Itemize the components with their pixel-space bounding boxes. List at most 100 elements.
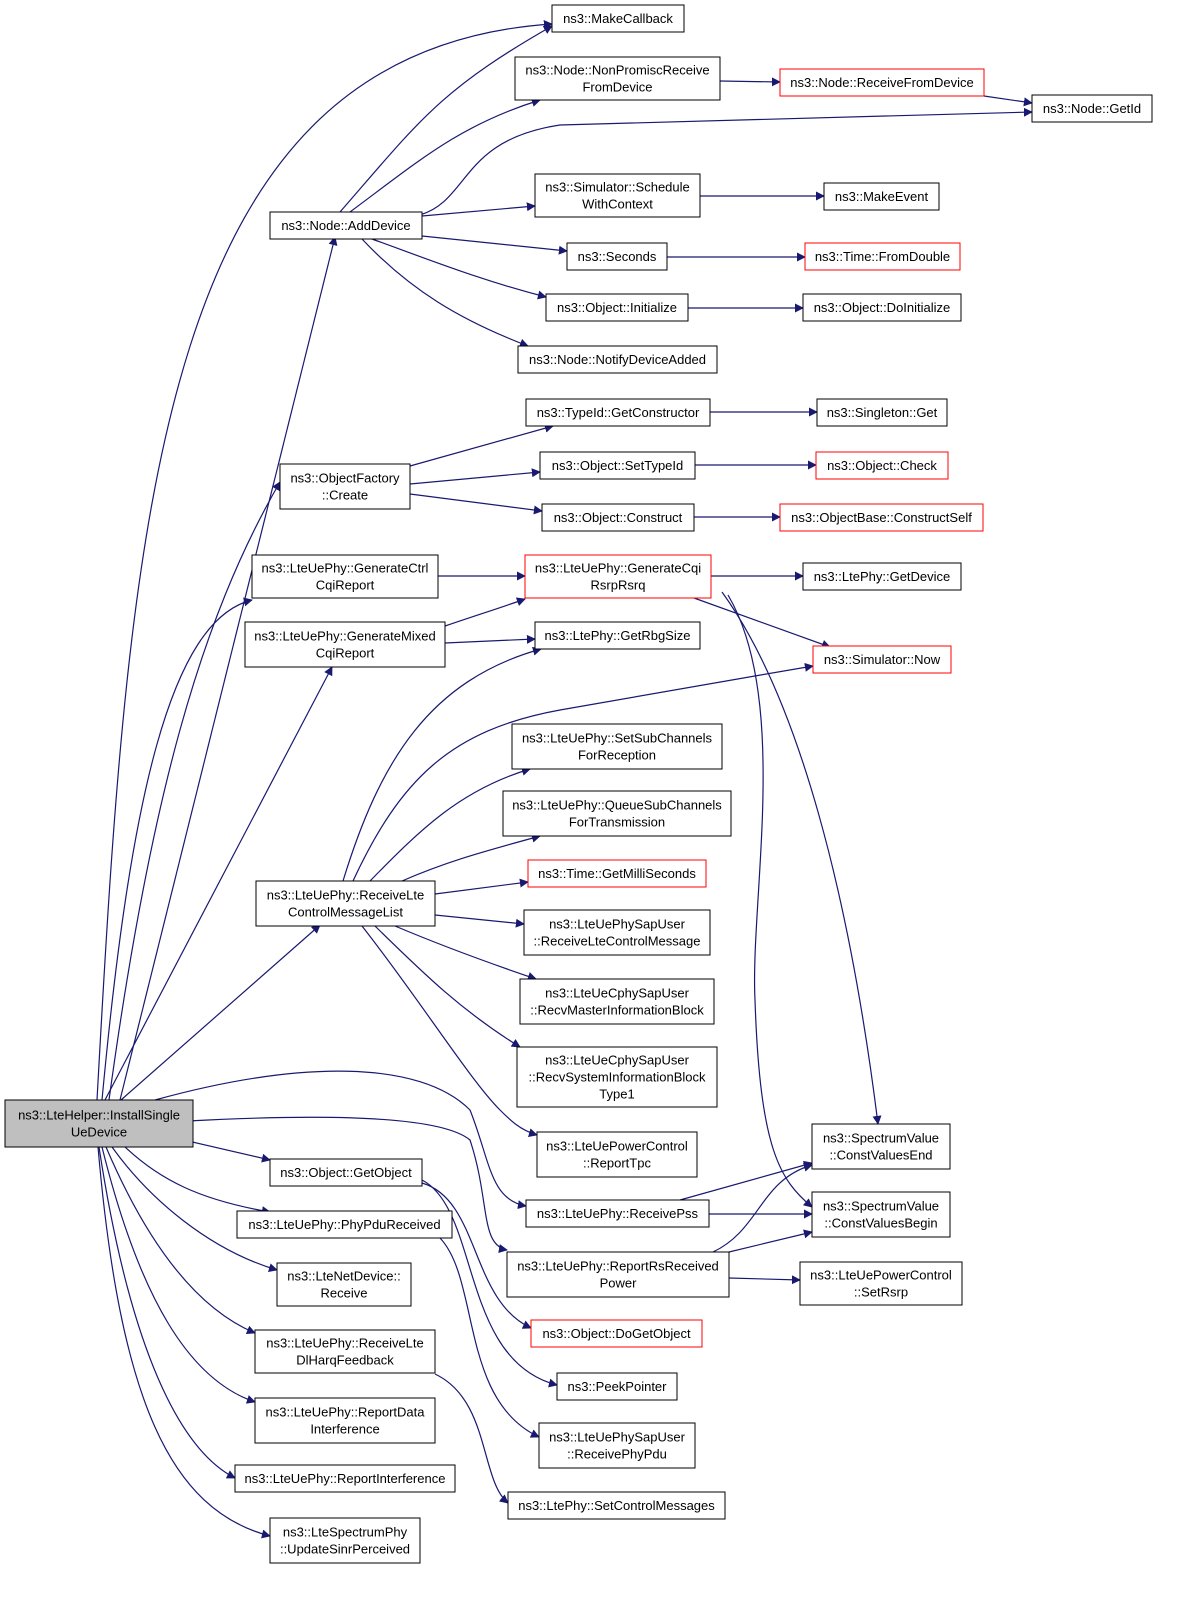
node-setControlMessages[interactable]: ns3::LtePhy::SetControlMessages — [507, 1491, 726, 1520]
node-label: ns3::LteUePhy::SetSubChannels — [522, 731, 713, 746]
node-queueSubChannels[interactable]: ns3::LteUePhy::QueueSubChannelsForTransm… — [502, 790, 732, 837]
node-label: ::RecvSystemInformationBlock — [528, 1070, 706, 1085]
node-label: CqiReport — [316, 578, 375, 593]
node-setSubChannels[interactable]: ns3::LteUePhy::SetSubChannelsForReceptio… — [511, 723, 723, 770]
node-box — [534, 173, 701, 218]
call-edge-8 — [371, 238, 547, 300]
node-makeCallback[interactable]: ns3::MakeCallback — [551, 4, 685, 33]
node-constValuesBegin[interactable]: ns3::SpectrumValue::ConstValuesBegin — [811, 1191, 951, 1238]
call-edge-58 — [728, 1275, 801, 1285]
node-fromDouble[interactable]: ns3::Time::FromDouble — [804, 242, 961, 271]
node-label: ns3::LteUePhy::QueueSubChannels — [512, 798, 722, 813]
call-edge-11 — [983, 95, 1033, 107]
node-seconds[interactable]: ns3::Seconds — [566, 242, 668, 271]
node-receivePss[interactable]: ns3::LteUePhy::ReceivePss — [525, 1199, 710, 1228]
node-box — [254, 1329, 436, 1374]
node-notifyDeviceAdded[interactable]: ns3::Node::NotifyDeviceAdded — [517, 345, 718, 374]
node-label: Power — [600, 1276, 638, 1291]
node-label: ns3::MakeEvent — [835, 189, 929, 204]
call-edge-22 — [101, 597, 253, 1101]
call-edge-45 — [111, 1146, 278, 1272]
node-getId[interactable]: ns3::Node::GetId — [1031, 94, 1153, 123]
node-box — [804, 242, 961, 271]
node-recvSib1[interactable]: ns3::LteUeCphySapUser::RecvSystemInforma… — [516, 1046, 718, 1108]
node-label: RsrpRsrq — [591, 578, 646, 593]
node-setRsrp[interactable]: ns3::LteUePowerControl::SetRsrp — [799, 1261, 963, 1306]
call-edge-10 — [719, 77, 781, 87]
node-reportInterf[interactable]: ns3::LteUePhy::ReportInterference — [234, 1464, 456, 1493]
node-label: ns3::ObjectBase::ConstructSelf — [791, 510, 972, 525]
node-label: DlHarqFeedback — [296, 1353, 394, 1368]
call-edge-36 — [434, 878, 529, 895]
node-getDevice[interactable]: ns3::LtePhy::GetDevice — [802, 562, 962, 591]
node-doGetObject[interactable]: ns3::Object::DoGetObject — [530, 1319, 703, 1348]
node-updateSinr[interactable]: ns3::LteSpectrumPhy::UpdateSinrPerceived — [269, 1517, 421, 1564]
node-makeEvent[interactable]: ns3::MakeEvent — [823, 182, 940, 211]
node-label: Interference — [310, 1422, 379, 1437]
node-singletonGet[interactable]: ns3::Singleton::Get — [816, 398, 948, 427]
node-getRbgSize[interactable]: ns3::LtePhy::GetRbgSize — [534, 621, 701, 650]
node-label: ns3::Node::AddDevice — [281, 218, 410, 233]
call-edge-28 — [693, 597, 831, 649]
node-box — [514, 56, 721, 101]
node-box — [525, 398, 711, 427]
node-box — [279, 463, 411, 510]
node-sapUserReceivePhyPdu[interactable]: ns3::LteUePhySapUser::ReceivePhyPdu — [538, 1422, 696, 1469]
node-label: ns3::Simulator::Schedule — [545, 180, 690, 195]
call-edge-3 — [339, 25, 553, 213]
call-edge-49 — [97, 1146, 271, 1539]
call-edge-47 — [101, 1146, 256, 1404]
node-setTypeId[interactable]: ns3::Object::SetTypeId — [539, 451, 696, 480]
call-edge-6 — [421, 202, 536, 217]
call-edge-29 — [721, 591, 882, 1125]
node-getObject[interactable]: ns3::Object::GetObject — [269, 1158, 423, 1187]
node-objectCheck[interactable]: ns3::Object::Check — [815, 451, 949, 480]
node-label: ns3::LteNetDevice:: — [287, 1269, 400, 1284]
node-label: ::ReceiveLteControlMessage — [534, 934, 701, 949]
node-addDevice[interactable]: ns3::Node::AddDevice — [269, 211, 423, 240]
call-edge-54 — [679, 1160, 813, 1201]
node-simNow[interactable]: ns3::Simulator::Now — [812, 645, 952, 674]
node-receiveFromDevice[interactable]: ns3::Node::ReceiveFromDevice — [779, 68, 985, 97]
node-label: ns3::Object::GetObject — [280, 1165, 412, 1180]
node-peekPointer[interactable]: ns3::PeekPointer — [556, 1372, 678, 1401]
node-recvMib[interactable]: ns3::LteUeCphySapUser::RecvMasterInforma… — [519, 978, 715, 1025]
node-label: ::Create — [322, 488, 368, 503]
node-sapUserReceiveCtrl[interactable]: ns3::LteUePhySapUser::ReceiveLteControlM… — [523, 909, 711, 956]
node-box — [816, 398, 948, 427]
node-label: ::ConstValuesEnd — [829, 1148, 932, 1163]
node-constructSelf[interactable]: ns3::ObjectBase::ConstructSelf — [779, 503, 984, 532]
call-edge-33 — [352, 662, 814, 882]
node-getConstructor[interactable]: ns3::TypeId::GetConstructor — [525, 398, 711, 427]
node-reportTpc[interactable]: ns3::LteUePowerControl::ReportTpc — [536, 1131, 698, 1178]
node-getMilliSeconds[interactable]: ns3::Time::GetMilliSeconds — [527, 859, 707, 888]
node-netDeviceReceive[interactable]: ns3::LteNetDevice::Receive — [276, 1262, 412, 1307]
node-box — [234, 1464, 456, 1493]
node-box — [524, 554, 712, 599]
node-label: ns3::LteUePhy::ReportData — [266, 1405, 426, 1420]
node-label: ::UpdateSinrPerceived — [280, 1542, 410, 1557]
node-objectConstruct[interactable]: ns3::Object::Construct — [541, 503, 695, 532]
call-edge-43 — [187, 1116, 508, 1253]
node-receiveLteCtrlList[interactable]: ns3::LteUePhy::ReceiveLteControlMessageL… — [255, 880, 436, 927]
node-phyPduReceived[interactable]: ns3::LteUePhy::PhyPduReceived — [236, 1210, 453, 1239]
node-label: ns3::Time::FromDouble — [815, 249, 950, 264]
node-label: ns3::Node::NonPromiscReceive — [525, 63, 709, 78]
node-initialize[interactable]: ns3::Object::Initialize — [545, 293, 689, 322]
node-box — [527, 859, 707, 888]
node-constValuesEnd[interactable]: ns3::SpectrumValue::ConstValuesEnd — [811, 1123, 951, 1170]
node-box — [506, 1251, 730, 1298]
call-edge-39 — [374, 925, 521, 1048]
node-objectFactoryCreate[interactable]: ns3::ObjectFactory::Create — [279, 463, 411, 510]
call-edge-1 — [96, 20, 553, 1101]
node-doInitialize[interactable]: ns3::Object::DoInitialize — [802, 293, 962, 322]
